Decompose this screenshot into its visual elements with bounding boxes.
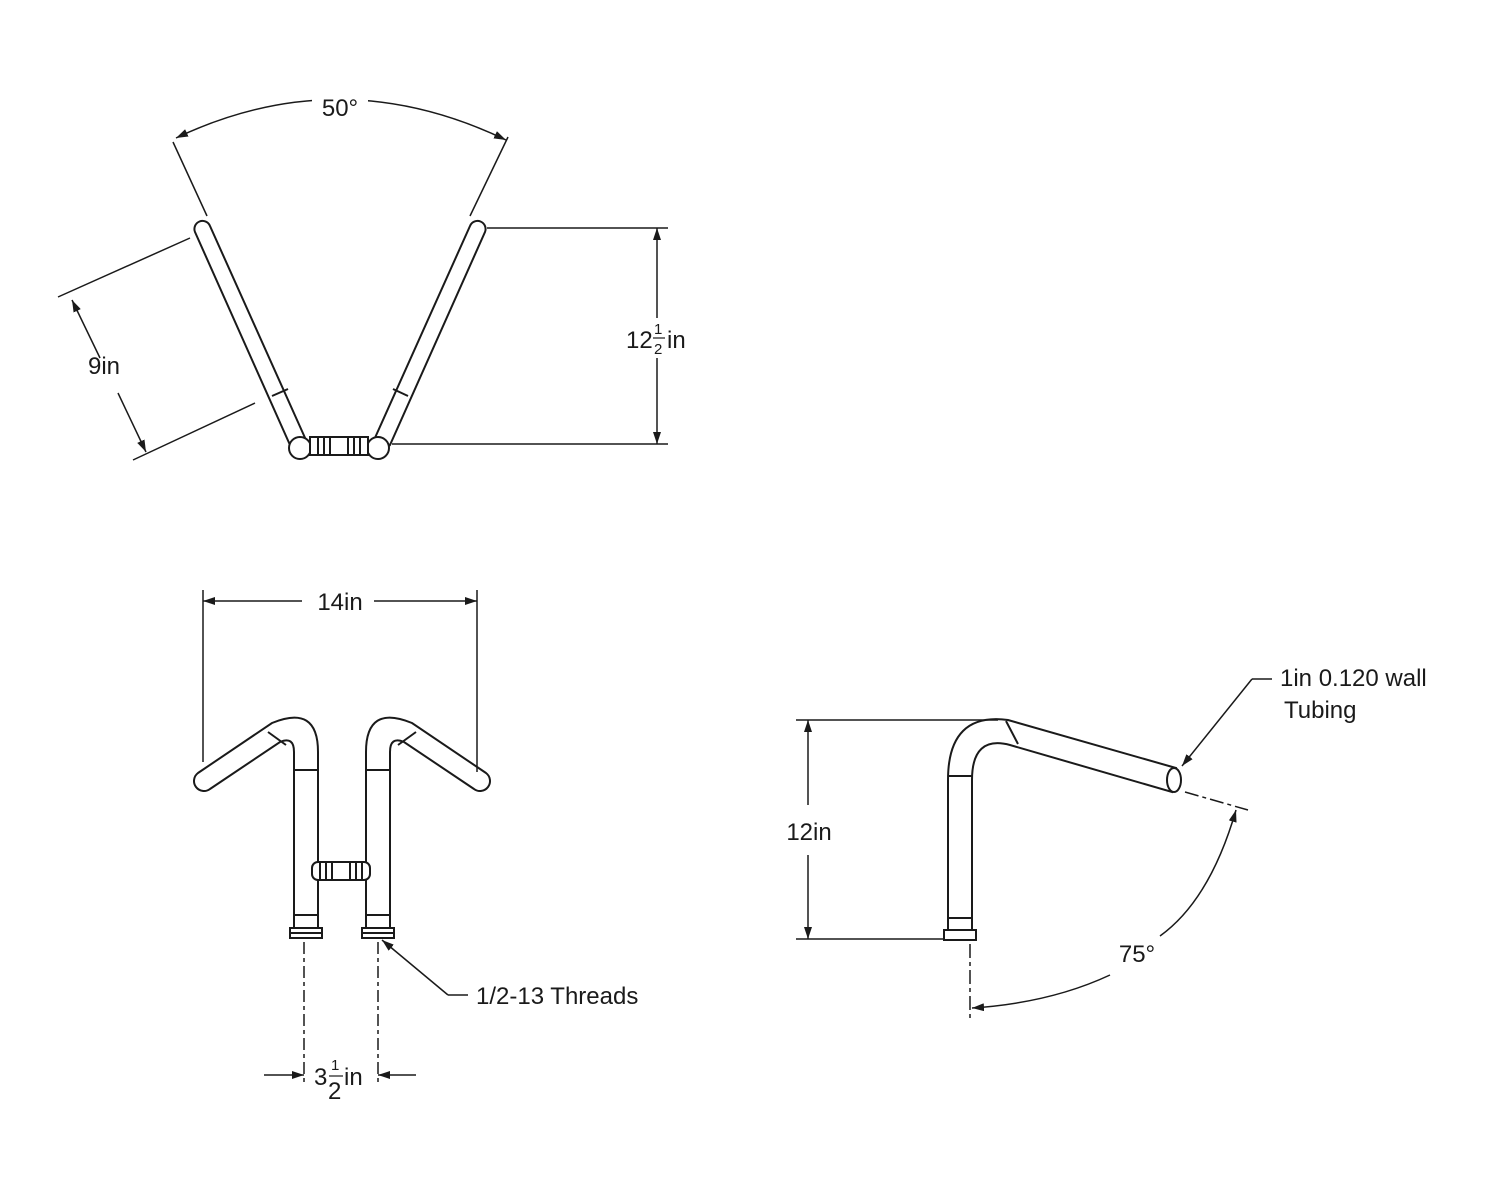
rise-12in-label: 12in <box>786 819 831 846</box>
tubing-label-line2: Tubing <box>1284 697 1357 724</box>
height-12-5-dimension <box>392 227 668 445</box>
angle-50-label: 50° <box>322 95 358 122</box>
svg-text:2: 2 <box>654 341 662 358</box>
threads-label: 1/2-13 Threads <box>476 983 638 1010</box>
svg-text:12: 12 <box>626 327 653 354</box>
spacing-3-5-label: 3 1 2 in <box>314 1057 363 1105</box>
angle-75-label: 75° <box>1119 941 1155 968</box>
height-12-5-label: 12 1 2 in <box>626 321 686 358</box>
threads-leader <box>381 939 468 996</box>
length-9in-label: 9in <box>88 353 120 380</box>
front-left-bar <box>193 716 323 939</box>
side-bar <box>943 718 1182 941</box>
front-view: 14in 1/2-13 Threads 3 1 2 in <box>193 589 638 1105</box>
top-view: 50° 9in 12 1 2 in <box>57 92 686 461</box>
angle-75-dimension <box>969 791 1249 1020</box>
top-right-tube <box>372 219 487 450</box>
front-center-clamp <box>311 861 371 881</box>
svg-text:in: in <box>344 1064 363 1091</box>
top-center-clamp <box>288 436 390 460</box>
svg-text:1: 1 <box>654 321 662 338</box>
rise-12in-dimension <box>796 719 998 940</box>
tubing-leader <box>1181 678 1272 767</box>
svg-text:in: in <box>667 327 686 354</box>
length-9in-dimension <box>57 237 256 461</box>
svg-text:1: 1 <box>331 1057 339 1074</box>
side-view: 12in 75° 1in 0.120 wall Tubing <box>786 665 1427 1020</box>
angle-50-label-bg <box>312 92 368 122</box>
top-left-tube <box>193 219 308 450</box>
svg-text:3: 3 <box>314 1064 327 1091</box>
spacing-3-5-dimension <box>264 942 416 1085</box>
svg-text:2: 2 <box>328 1078 341 1105</box>
width-14in-label: 14in <box>317 589 362 616</box>
width-14in-dimension <box>202 590 478 772</box>
tubing-label-line1: 1in 0.120 wall <box>1280 665 1427 692</box>
front-right-bar <box>361 716 491 939</box>
